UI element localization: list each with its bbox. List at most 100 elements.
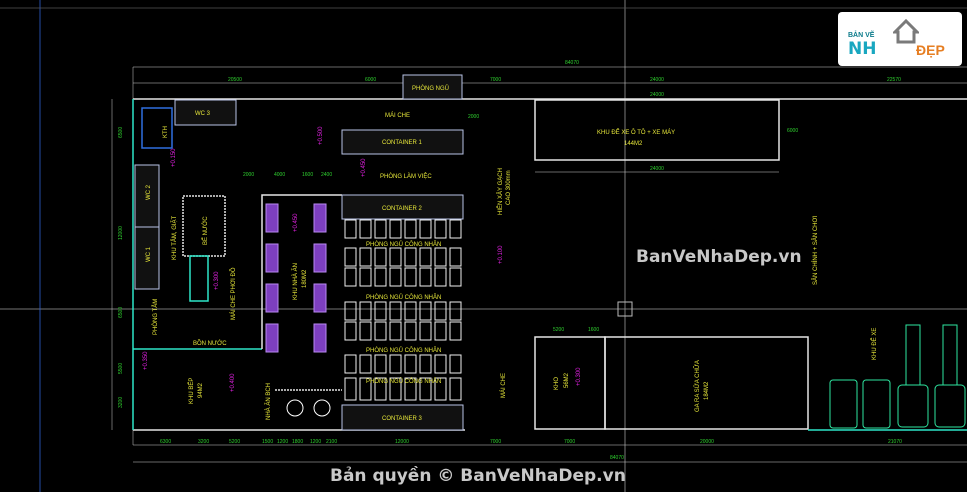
- bunk-bed: [374, 247, 387, 267]
- bunk-bed: [344, 301, 357, 321]
- svg-text:6000: 6000: [787, 128, 798, 134]
- bunk-bed: [434, 321, 447, 341]
- svg-text:5500: 5500: [118, 363, 124, 374]
- bunk-bed: [404, 219, 417, 239]
- bunk-bed: [404, 247, 417, 267]
- bunk-bed: [374, 321, 387, 341]
- svg-text:PHÒNG TẮM: PHÒNG TẮM: [151, 299, 159, 335]
- bunk-bed: [434, 267, 447, 287]
- bunk-bed: [404, 354, 417, 374]
- dining-table: [265, 283, 279, 313]
- bunk-bed: [434, 219, 447, 239]
- bunk-bed: [344, 377, 357, 401]
- logo-main-text: NH: [848, 39, 877, 59]
- svg-text:1600: 1600: [302, 172, 313, 178]
- house-icon: [893, 18, 919, 44]
- svg-text:1200: 1200: [277, 439, 288, 445]
- logo-top-text: BẢN VẼ: [848, 32, 875, 39]
- container-1: [341, 129, 464, 155]
- svg-text:PHÒNG NGỦ: PHÒNG NGỦ: [412, 85, 449, 92]
- dining-table: [313, 243, 327, 273]
- svg-text:144M2: 144M2: [624, 141, 643, 147]
- room-labels: PHÒNG NGỦ MÁI CHE CONTAINER 1 PHÒNG LÀM …: [146, 85, 878, 422]
- excavator-arm: [905, 324, 921, 386]
- svg-text:SÂN CHÍNH + SÂN CHƠI: SÂN CHÍNH + SÂN CHƠI: [812, 215, 819, 285]
- svg-text:84070: 84070: [565, 60, 579, 66]
- dining-table: [265, 243, 279, 273]
- svg-text:PHÒNG LÀM VIỆC: PHÒNG LÀM VIỆC: [380, 172, 432, 180]
- svg-text:2000: 2000: [468, 114, 479, 120]
- svg-text:24000: 24000: [650, 92, 664, 98]
- site-logo: BẢN VẼ NH ĐẸP: [838, 12, 962, 66]
- bunk-bed: [389, 219, 402, 239]
- container-3: [341, 404, 464, 431]
- svg-text:1200: 1200: [310, 439, 321, 445]
- bunk-bed: [389, 377, 402, 401]
- svg-text:12000: 12000: [395, 439, 409, 445]
- bunk-bed: [389, 301, 402, 321]
- bunk-bed: [449, 219, 462, 239]
- svg-text:3200: 3200: [198, 439, 209, 445]
- svg-text:1500: 1500: [262, 439, 273, 445]
- container-wc1: [134, 226, 160, 290]
- excavator-arm: [942, 324, 958, 386]
- svg-text:KHU ĐỂ XE Ô TÔ + XE MÁY: KHU ĐỂ XE Ô TÔ + XE MÁY: [597, 129, 675, 136]
- dimension-text: 84070 20500 6000 7000 24000 22570 24000 …: [118, 60, 902, 461]
- bunk-bed: [434, 247, 447, 267]
- bunk-bed: [359, 267, 372, 287]
- svg-text:20000: 20000: [700, 439, 714, 445]
- svg-text:84070: 84070: [610, 455, 624, 461]
- svg-text:KHU NHÀ ĂN: KHU NHÀ ĂN: [292, 263, 299, 300]
- bunk-bed: [374, 354, 387, 374]
- svg-text:+0.300: +0.300: [214, 271, 220, 290]
- svg-text:6000: 6000: [365, 77, 376, 83]
- dimension-lines: [111, 66, 967, 463]
- bunk-bed: [389, 247, 402, 267]
- bunk-bed: [344, 219, 357, 239]
- bunk-bed: [389, 354, 402, 374]
- truck: [862, 379, 891, 429]
- bunk-bed: [449, 377, 462, 401]
- parking-area: [534, 99, 780, 161]
- svg-text:21070: 21070: [888, 439, 902, 445]
- svg-text:5200: 5200: [553, 327, 564, 333]
- parked-vehicles: [829, 324, 966, 429]
- bunk-bed: [434, 377, 447, 401]
- svg-text:BỒN NƯỚC: BỒN NƯỚC: [193, 340, 227, 347]
- svg-text:24000: 24000: [650, 77, 664, 83]
- svg-text:KHU TẮM, GIẶT: KHU TẮM, GIẶT: [170, 215, 178, 260]
- svg-text:180M2: 180M2: [302, 269, 308, 288]
- bunk-bed: [449, 267, 462, 287]
- svg-text:+0.100: +0.100: [498, 245, 504, 264]
- svg-text:MÁI CHE: MÁI CHE: [385, 112, 410, 119]
- svg-text:KTH: KTH: [163, 126, 169, 138]
- round-table: [286, 399, 304, 417]
- bunk-bed: [404, 267, 417, 287]
- bunk-bed: [419, 377, 432, 401]
- bunk-bed: [374, 377, 387, 401]
- svg-text:1800: 1800: [292, 439, 303, 445]
- bunk-bed: [419, 219, 432, 239]
- svg-text:+0.500: +0.500: [318, 126, 324, 145]
- bunk-bed: [389, 267, 402, 287]
- svg-text:+0.400: +0.400: [230, 373, 236, 392]
- bunk-bed: [389, 321, 402, 341]
- logo-suffix-text: ĐẸP: [916, 42, 945, 58]
- svg-text:PHÒNG NGỦ CÔNG NHÂN: PHÒNG NGỦ CÔNG NHÂN: [366, 347, 441, 354]
- bunk-bed: [359, 247, 372, 267]
- svg-text:22570: 22570: [887, 77, 901, 83]
- svg-text:CONTAINER 1: CONTAINER 1: [382, 140, 423, 146]
- svg-text:12000: 12000: [118, 226, 124, 240]
- svg-text:+0.350: +0.350: [143, 351, 149, 370]
- svg-text:PHÒNG NGỦ CÔNG NHÂN: PHÒNG NGỦ CÔNG NHÂN: [366, 378, 441, 385]
- bunk-bed: [404, 321, 417, 341]
- container-wc2: [134, 164, 160, 228]
- svg-text:KHO: KHO: [554, 377, 560, 390]
- bunk-bed: [449, 321, 462, 341]
- svg-text:CONTAINER 2: CONTAINER 2: [382, 206, 423, 212]
- bunk-bed: [359, 301, 372, 321]
- svg-text:6500: 6500: [118, 127, 124, 138]
- container-wc3: [174, 99, 237, 126]
